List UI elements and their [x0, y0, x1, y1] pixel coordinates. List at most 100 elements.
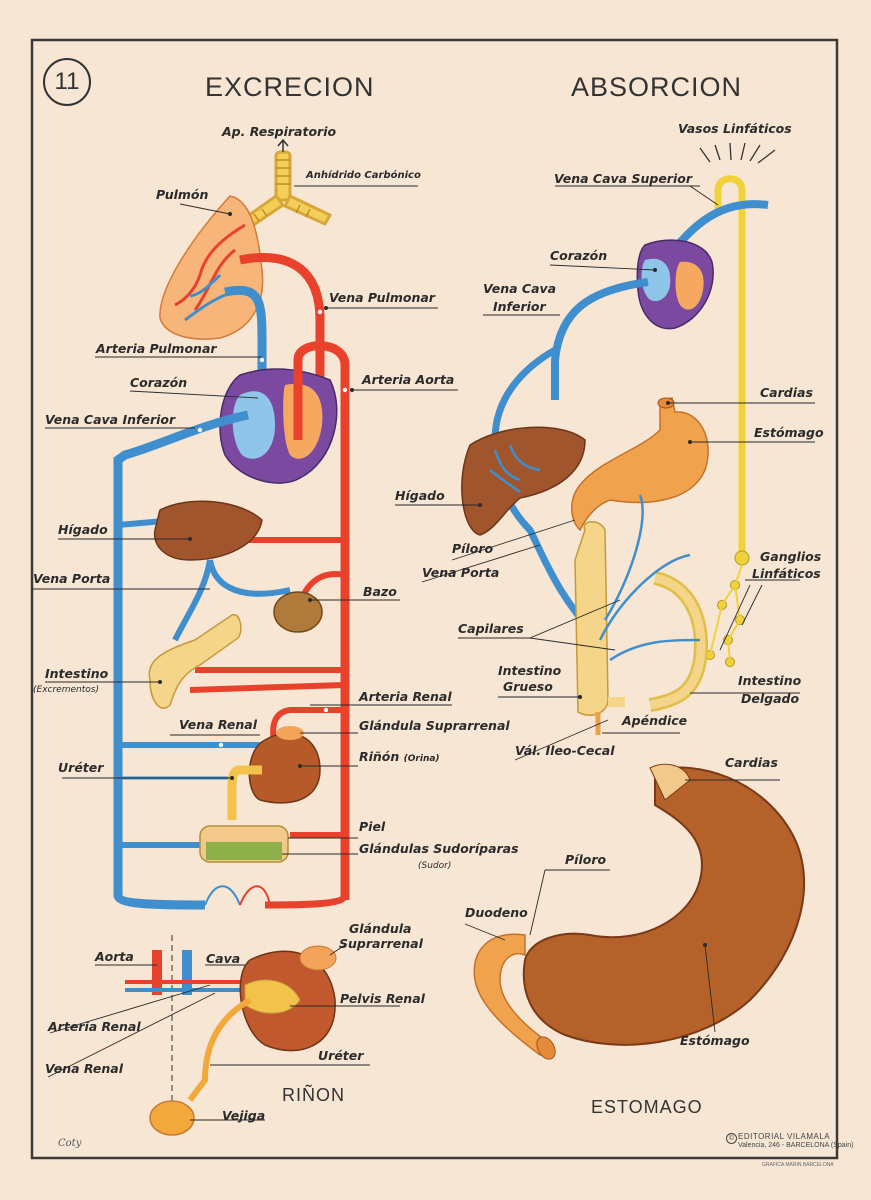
- spleen: [273, 591, 323, 633]
- liver: [153, 500, 263, 561]
- lymph-node-links: [709, 564, 743, 663]
- label-vena-pulmonar: Vena Pulmonar: [329, 290, 435, 305]
- abs-stomach: [571, 397, 709, 532]
- label-arteria-pulmonar: Arteria Pulmonar: [96, 341, 217, 356]
- label-abs-vena-cava-2: Inferior: [493, 299, 546, 314]
- rinon-adrenal: [299, 945, 337, 971]
- label-vena-cava-superior: Vena Cava Superior: [554, 171, 693, 186]
- label-intestino-delgado-2: Delgado: [741, 691, 800, 706]
- title-absorcion: ABSORCION: [571, 72, 743, 102]
- abs-liver: [461, 426, 586, 536]
- trachea-rings: [253, 159, 311, 222]
- label-rinon-ureter: Uréter: [318, 1048, 364, 1063]
- label-excrementos: (Excrementos): [33, 685, 99, 695]
- label-abs-vena-porta: Vena Porta: [422, 565, 500, 580]
- label-rinon-arteria-renal: Arteria Renal: [48, 1019, 141, 1034]
- publisher-block: EDITORIAL VILAMALA Valencia, 246 - BARCE…: [738, 1132, 854, 1149]
- publisher-address: Valencia, 246 - BARCELONA (Spain): [738, 1141, 854, 1149]
- label-anhidrido: Anhídrido Carbónico: [306, 170, 421, 181]
- label-rinon-glandula-2: Suprarrenal: [339, 936, 423, 951]
- label-est-duodeno: Duodeno: [465, 905, 528, 920]
- rinon-aorta: [152, 950, 162, 995]
- leader-lines: [32, 185, 815, 1121]
- title-excrecion: EXCRECION: [205, 72, 375, 102]
- abs-heart-left: [675, 261, 704, 310]
- label-vasos-linfaticos: Vasos Linfáticos: [678, 121, 792, 136]
- label-intestino-grueso-2: Grueso: [503, 679, 553, 694]
- label-abs-cardias: Cardias: [760, 385, 813, 400]
- vena-porta: [172, 559, 291, 642]
- publisher-name: EDITORIAL VILAMALA: [738, 1132, 831, 1141]
- bladder: [149, 1100, 195, 1136]
- vena-cava-inferior-abs: [551, 278, 649, 400]
- heart-left-chamber: [283, 383, 323, 459]
- sweat-glands: [206, 842, 282, 860]
- label-ap-respiratorio: Ap. Respiratorio: [222, 124, 337, 139]
- label-vena-renal: Vena Renal: [179, 717, 258, 732]
- label-rinon: Riñón (Orina): [359, 749, 440, 764]
- label-corazon: Corazón: [130, 375, 188, 390]
- label-higado: Hígado: [58, 522, 108, 537]
- heart-right-chamber: [232, 391, 275, 459]
- arteria-bottom: [264, 893, 349, 909]
- skin-bottom-capillaries: [204, 885, 271, 906]
- label-rinon-aorta: Aorta: [95, 949, 134, 964]
- label-bazo: Bazo: [363, 584, 397, 599]
- label-est-cardias: Cardias: [725, 755, 778, 770]
- rinon-cava: [182, 950, 192, 995]
- label-vena-porta: Vena Porta: [33, 571, 111, 586]
- printer-credit: GRAFICA MARIN BARCELONA: [762, 1162, 834, 1168]
- rinon-pelvis: [244, 979, 301, 1014]
- label-est-piloro: Píloro: [565, 852, 607, 867]
- label-pulmon: Pulmón: [156, 187, 209, 202]
- label-vejiga: Vejiga: [222, 1108, 266, 1123]
- trachea: [242, 150, 333, 228]
- lymph-duct: [714, 175, 746, 555]
- label-ganglios-1: Ganglios: [760, 549, 822, 564]
- label-ganglios-2: Linfáticos: [752, 566, 821, 581]
- arteria-aorta: [293, 341, 350, 900]
- abs-liver-vessels: [489, 444, 541, 494]
- label-orina: (Orina): [403, 754, 440, 764]
- label-ureter: Uréter: [58, 760, 104, 775]
- adrenal-gland: [276, 726, 304, 740]
- label-rinon-glandula-1: Glándula: [349, 921, 412, 936]
- lung: [159, 195, 264, 340]
- label-intestino-grueso-1: Intestino: [498, 663, 562, 678]
- label-intestino: Intestino: [45, 666, 109, 681]
- intestino-delgado-inner: [649, 573, 706, 710]
- intestino-grueso: [574, 521, 609, 716]
- label-est-estomago: Estómago: [680, 1033, 750, 1048]
- label-abs-vena-cava-1: Vena Cava: [483, 281, 557, 296]
- leader-dots: [158, 212, 707, 947]
- lymph-node-main: [734, 550, 750, 566]
- stomach-duodeno-end: [536, 1036, 556, 1060]
- plate-number: 11: [43, 58, 91, 106]
- label-intestino-delgado-1: Intestino: [738, 673, 802, 688]
- label-abs-piloro: Píloro: [452, 541, 494, 556]
- stomach-large: [522, 766, 806, 1046]
- poster-frame: [30, 38, 839, 1160]
- label-sudor: (Sudor): [418, 861, 452, 871]
- label-rinon-cava: Cava: [206, 951, 241, 966]
- co2-arrow: [277, 138, 289, 152]
- label-abs-higado: Hígado: [395, 488, 445, 503]
- label-rinon-pelvis-renal: Pelvis Renal: [340, 991, 425, 1006]
- label-val-ileo-cecal: Vál. Ileo-Cecal: [515, 743, 615, 758]
- label-abs-estomago: Estómago: [754, 425, 824, 440]
- label-apendice: Apéndice: [622, 713, 688, 728]
- rinon-ureter: [187, 997, 252, 1102]
- copyright-icon: ©: [726, 1133, 737, 1144]
- arteria-branch-intestine: [189, 667, 346, 693]
- label-vena-cava-inferior: Vena Cava Inferior: [45, 412, 176, 427]
- arteria-pulmonar: [224, 285, 267, 420]
- label-abs-corazon: Corazón: [550, 248, 608, 263]
- artist-signature: Coty: [58, 1138, 82, 1149]
- subtitle-estomago: ESTOMAGO: [591, 1097, 703, 1117]
- label-rinon-vena-renal: Vena Renal: [45, 1061, 124, 1076]
- lymph-arrows: [699, 142, 776, 164]
- label-piel: Piel: [359, 819, 386, 834]
- vena-cava-inferior: [113, 410, 249, 910]
- subtitle-rinon: RIÑON: [282, 1085, 345, 1105]
